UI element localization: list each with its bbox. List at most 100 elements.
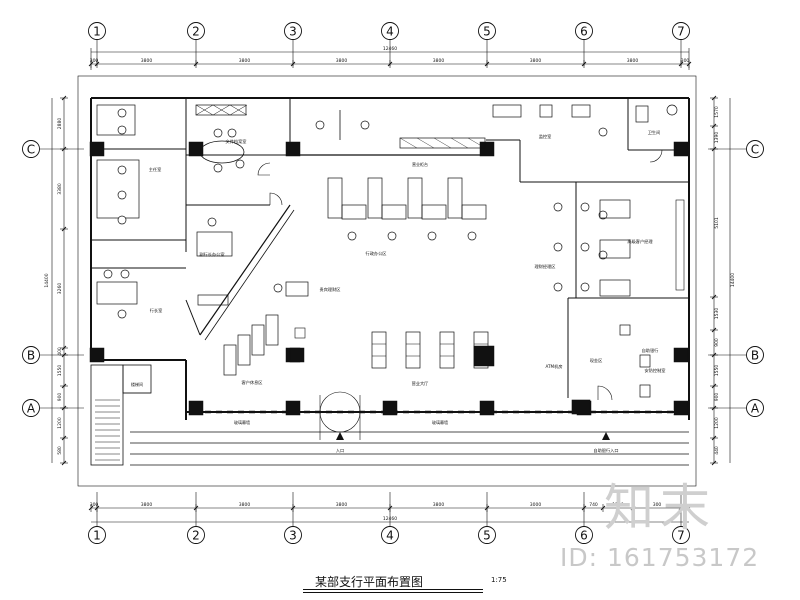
axis-bubble-right-C xyxy=(746,140,764,158)
annotation-facade-mid: 玻璃幕墙 xyxy=(432,419,448,425)
door-entrance-right xyxy=(339,391,361,413)
axis-bubble-bottom-2-label: 2 xyxy=(192,529,200,543)
bottom-slash-2 xyxy=(193,505,199,511)
structural-column xyxy=(188,400,204,416)
right-slash-7 xyxy=(711,405,717,411)
reception-desk xyxy=(285,281,309,297)
finance-chair-right-0 xyxy=(580,202,590,212)
axis-bubble-top-3 xyxy=(284,22,302,40)
axis-bubble-right-A xyxy=(746,399,764,417)
title-underline xyxy=(303,589,483,590)
axis-bubble-top-5 xyxy=(478,22,496,40)
top-slash-3 xyxy=(290,61,296,67)
axis-bubble-bottom-7 xyxy=(672,526,690,544)
left-seg-6: 1200 xyxy=(57,417,63,429)
room-wc-label: 卫生间 xyxy=(648,129,661,136)
bottom-slash-4 xyxy=(387,505,393,511)
sofa-seat-2 xyxy=(251,324,265,356)
axis-bubble-right-B-label: B xyxy=(751,349,759,363)
hall-kiosk xyxy=(473,345,495,367)
chair-center-2 xyxy=(360,120,370,130)
cabinet-north-hatch xyxy=(399,137,418,149)
axis-bubble-bottom-3 xyxy=(284,526,302,544)
room-deputy-label: 副行长办公室 xyxy=(199,251,224,258)
cash-safe-1 xyxy=(619,324,631,336)
bottom-seg-1: 3800 xyxy=(141,502,153,508)
bottom-seg-2: 3800 xyxy=(239,502,251,508)
workstation-1 xyxy=(367,177,383,219)
cabinet-cross xyxy=(212,104,231,116)
structural-column xyxy=(285,400,301,416)
bottom-overall: 12460 xyxy=(383,516,397,522)
chair-meeting-2 xyxy=(227,128,237,138)
bottom-slash-0 xyxy=(88,505,94,511)
wc-basin xyxy=(666,104,678,116)
room-vip-label: 高级客户经理 xyxy=(627,238,653,245)
right-slash-4 xyxy=(711,327,717,333)
axis-bubble-top-4-label: 4 xyxy=(386,25,394,39)
cabinet-cross xyxy=(229,104,248,116)
annotation-counter: 营业柜台 xyxy=(412,161,428,167)
axis-bubble-right-A-label: A xyxy=(751,402,760,416)
bottom-slash-3 xyxy=(290,505,296,511)
chair-archive-1 xyxy=(117,165,127,175)
door-deputy xyxy=(269,192,283,206)
axis-bubble-top-1-label: 1 xyxy=(93,25,101,39)
right-seg-0: 1570 xyxy=(714,106,720,118)
top-seg-7: 300 xyxy=(681,58,690,64)
hall-bench-0 xyxy=(371,331,387,369)
workstation-0 xyxy=(327,177,343,219)
left-seg-4: 1550 xyxy=(57,365,63,377)
cabinet-north-3 xyxy=(539,104,553,118)
chair-director-guest xyxy=(117,125,127,135)
right-slash-0 xyxy=(711,95,717,101)
drawing-scale: 1:75 xyxy=(491,576,507,584)
bottom-seg-8: 300 xyxy=(653,502,662,508)
chair-deputy-2 xyxy=(120,269,130,279)
right-slash-5 xyxy=(711,352,717,358)
finance-chair-left-2 xyxy=(553,282,563,292)
structural-column xyxy=(673,141,689,157)
top-slash-2 xyxy=(193,61,199,67)
right-seg-4: 900 xyxy=(714,338,720,347)
desk-deputy xyxy=(96,281,138,305)
left-slash-0 xyxy=(61,95,67,101)
annotation-facade-left: 玻璃幕墙 xyxy=(234,419,250,425)
right-slash-8 xyxy=(711,435,717,441)
atm-unit xyxy=(571,399,591,415)
cash-safe-2 xyxy=(639,354,651,368)
workstation-top-2 xyxy=(421,204,447,220)
axis-bubble-left-B xyxy=(22,346,40,364)
door-president xyxy=(257,162,271,176)
chair-meeting-4 xyxy=(235,159,245,169)
axis-bubble-bottom-1-label: 1 xyxy=(93,529,101,543)
door-atm xyxy=(597,385,613,401)
workstation-chair-3 xyxy=(467,231,477,241)
right-seg-3: 1530 xyxy=(714,308,720,320)
chair-meeting-3 xyxy=(213,163,223,173)
right-seg-7: 1200 xyxy=(714,417,720,429)
axis-bubble-left-A-label: A xyxy=(27,402,36,416)
left-seg-3: 400 xyxy=(57,347,63,356)
left-slash-5 xyxy=(61,383,67,389)
chair-north-office xyxy=(598,127,608,137)
room-cash-label: 现金区 xyxy=(590,357,603,364)
drawing-frame xyxy=(77,75,697,487)
structural-column xyxy=(382,400,398,416)
workstation-top-0 xyxy=(341,204,367,220)
partition-diagonal xyxy=(199,204,291,336)
left-slash-7 xyxy=(61,435,67,441)
left-seg-2: 3260 xyxy=(57,283,63,295)
right-seg-2: 5101 xyxy=(714,217,720,229)
room-hall-label: 营业大厅 xyxy=(412,380,429,387)
finance-chair-right-2 xyxy=(580,282,590,292)
wc-toilet xyxy=(635,105,649,123)
bottom-slash-10 xyxy=(686,505,692,511)
stair-block xyxy=(90,364,124,466)
axis-bubble-top-7 xyxy=(672,22,690,40)
cabinet-north-4 xyxy=(571,104,591,118)
axis-bubble-left-B-label: B xyxy=(27,349,35,363)
sofa-seat-3 xyxy=(265,314,279,346)
left-slash-6 xyxy=(61,405,67,411)
right-slash-9 xyxy=(711,460,717,466)
